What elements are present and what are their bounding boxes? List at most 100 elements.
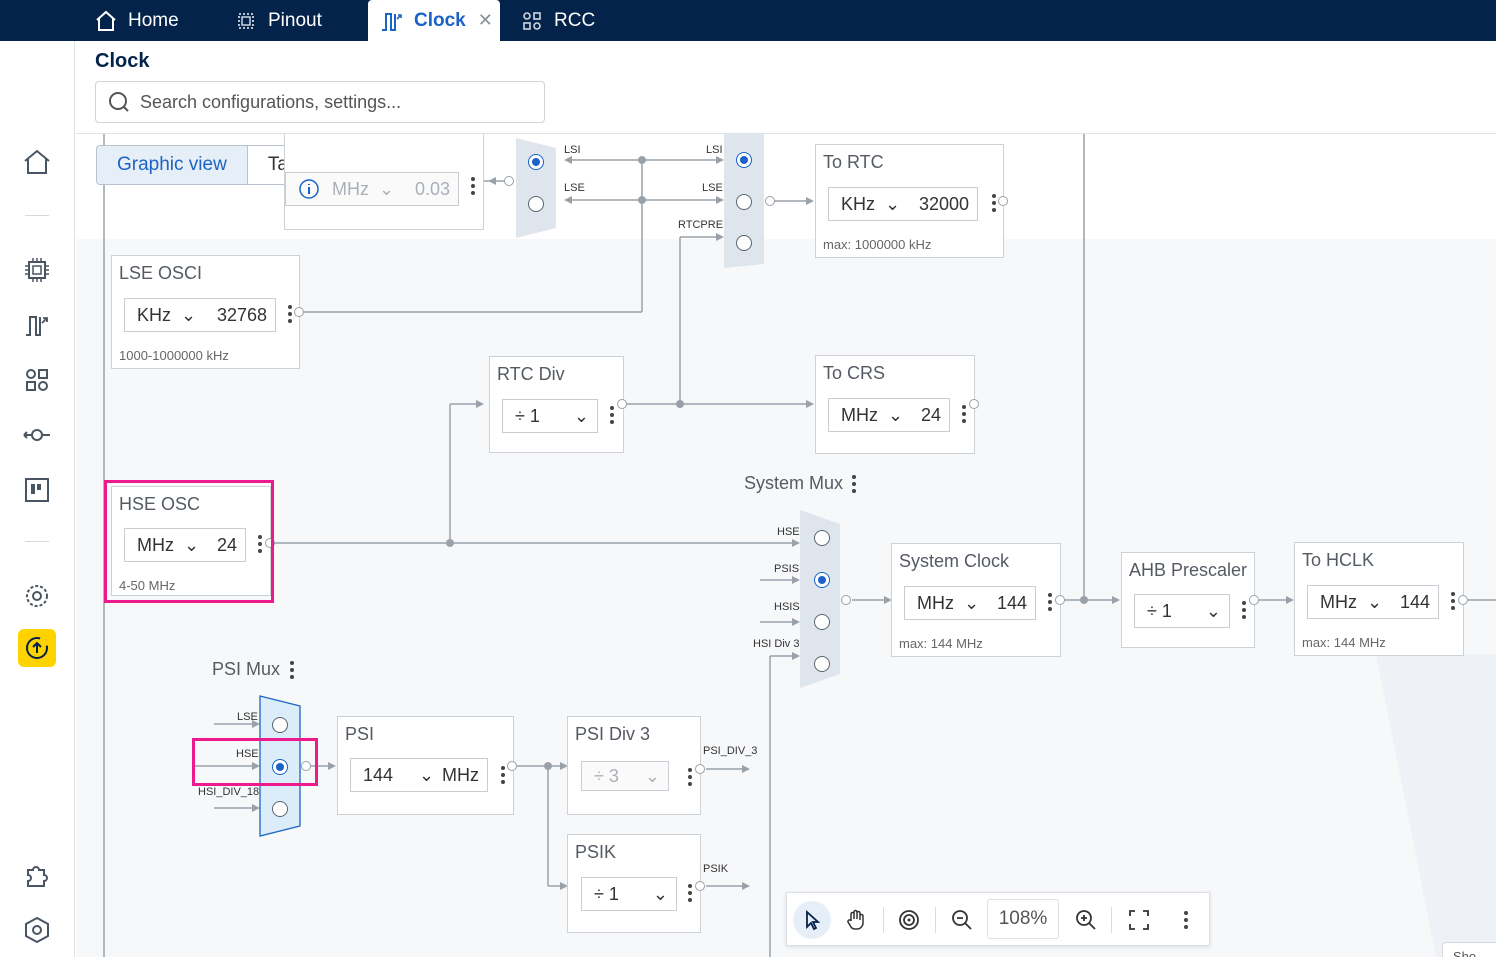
graphic-view-button[interactable]: Graphic view (97, 146, 248, 184)
ahb-prescaler-title: AHB Prescaler (1129, 560, 1248, 580)
lsco-mux-radio[interactable] (528, 154, 544, 170)
psi-mux-title: PSI Mux (212, 659, 281, 679)
psi-div3-select[interactable]: ÷ 3 ⌄ (581, 761, 669, 791)
hse-osc-menu-icon[interactable] (258, 535, 262, 553)
ahb-prescaler-menu-icon[interactable] (1242, 601, 1246, 619)
toolbar-divider (883, 907, 884, 933)
toolbar-more-icon[interactable] (1184, 911, 1188, 929)
to-hclk-menu-icon[interactable] (1451, 592, 1455, 610)
rail-generate-icon[interactable] (18, 629, 56, 667)
psi-div3-value: ÷ 3 (594, 765, 619, 786)
rail-chip-icon[interactable] (18, 251, 56, 289)
lse-osc-menu-icon[interactable] (288, 305, 292, 323)
rail-settings-gear-icon[interactable] (18, 577, 56, 615)
tab-rcc[interactable]: RCC (520, 0, 595, 41)
ahb-prescaler-value: ÷ 1 (1147, 600, 1172, 621)
tab-clock[interactable]: Clock ✕ (368, 0, 500, 41)
system-clock-menu-icon[interactable] (1048, 593, 1052, 611)
psi-mux-radio-hse[interactable] (272, 759, 288, 775)
tab-pinout[interactable]: Pinout (234, 0, 322, 41)
to-crs-port (969, 399, 979, 409)
lsco-unit: MHz (332, 178, 369, 199)
system-mux-input-label: HSIS (774, 601, 800, 613)
psik-menu-icon[interactable] (688, 884, 692, 902)
rail-board-icon[interactable] (18, 471, 56, 509)
rtc-mux-radio[interactable] (736, 235, 752, 251)
system-mux-menu-icon[interactable] (852, 475, 856, 493)
to-crs-menu-icon[interactable] (962, 405, 966, 423)
psi-div3-menu-icon[interactable] (688, 768, 692, 786)
psik-title: PSIK (575, 842, 617, 862)
toolbar-divider (935, 907, 936, 933)
rail-signal-icon[interactable] (18, 416, 56, 454)
hse-osc-block: HSE OSC MHz ⌄ 24 4-50 MHz (111, 486, 271, 596)
to-crs-block: To CRS MHz ⌄ 24 (815, 355, 975, 454)
rail-hexagon-settings-icon[interactable] (18, 911, 56, 949)
rail-config-icon[interactable] (18, 361, 56, 399)
system-mux-radio-hse[interactable] (814, 530, 830, 546)
clock-diagram-canvas[interactable]: Graphic view Table view MHz ⌄ 0.03 LSI L… (76, 134, 1496, 957)
lse-osc-port (294, 307, 304, 317)
to-rtc-menu-icon[interactable] (992, 194, 996, 212)
psik-select[interactable]: ÷ 1 ⌄ (581, 877, 677, 911)
chevron-down-icon: ⌄ (419, 764, 435, 785)
system-clock-unit: MHz (917, 592, 954, 613)
hse-osc-select[interactable]: MHz ⌄ 24 (124, 528, 246, 562)
psi-select[interactable]: 144 ⌄ MHz (350, 758, 488, 792)
ahb-prescaler-port (1249, 595, 1259, 605)
lsco-port (504, 176, 514, 186)
to-rtc-select[interactable]: KHz ⌄ 32000 (828, 187, 978, 221)
rail-puzzle-icon[interactable] (18, 856, 56, 894)
rtc-div-select[interactable]: ÷ 1 ⌄ (502, 399, 598, 433)
fullscreen-icon[interactable] (1120, 901, 1158, 939)
zoom-level[interactable]: 108% (987, 899, 1059, 939)
psi-mux-radio-hsi-div18[interactable] (272, 801, 288, 817)
rtc-mux-radio[interactable] (736, 152, 752, 168)
chevron-down-icon: ⌄ (644, 765, 660, 786)
search-box[interactable] (95, 81, 545, 123)
rail-clock-icon[interactable] (18, 306, 56, 344)
chevron-down-icon: ⌄ (1367, 591, 1383, 612)
rail-home-icon[interactable] (18, 143, 56, 181)
pan-hand-icon[interactable] (837, 901, 875, 939)
canvas-toolbar: 108% (786, 892, 1210, 946)
system-mux-radio-hsi-div3[interactable] (814, 656, 830, 672)
rtc-mux-radio[interactable] (736, 194, 752, 210)
psi-mux-menu-icon[interactable] (290, 661, 294, 679)
chevron-down-icon: ⌄ (885, 193, 901, 214)
to-crs-select[interactable]: MHz ⌄ 24 (828, 398, 950, 432)
psi-div3-signal-label: PSI_DIV_3 (703, 745, 758, 757)
rtc-div-menu-icon[interactable] (610, 406, 614, 424)
lsco-menu-icon[interactable] (471, 177, 475, 195)
zoom-in-icon[interactable] (1067, 901, 1105, 939)
rtc-div-port (617, 399, 627, 409)
system-mux-radio-hsis[interactable] (814, 614, 830, 630)
lsco-mux-radio[interactable] (528, 196, 544, 212)
chevron-down-icon: ⌄ (181, 304, 197, 325)
psi-mux-port (301, 761, 311, 771)
chevron-down-icon: ⌄ (379, 178, 395, 199)
ahb-prescaler-block: AHB Prescaler ÷ 1 ⌄ (1121, 552, 1255, 648)
rtc-div-title: RTC Div (497, 364, 565, 384)
psi-mux-radio-lse[interactable] (272, 717, 288, 733)
zoom-out-icon[interactable] (943, 901, 981, 939)
psi-menu-icon[interactable] (501, 766, 505, 784)
select-pointer-icon[interactable] (793, 901, 831, 939)
tab-close-icon[interactable]: ✕ (477, 10, 493, 30)
ahb-prescaler-select[interactable]: ÷ 1 ⌄ (1134, 594, 1230, 628)
show-panel-chip[interactable]: Sho (1442, 942, 1496, 957)
system-mux-input-label: HSI Div 3 (753, 638, 800, 650)
rtc-mux-port (765, 196, 775, 206)
tab-home[interactable]: Home (94, 0, 179, 41)
lse-osc-select[interactable]: KHz ⌄ 32768 (124, 298, 276, 332)
tab-bar: Home Pinout Clock ✕ RCC (0, 0, 1496, 41)
search-input[interactable] (140, 91, 520, 113)
system-mux-radio-psis[interactable] (814, 572, 830, 588)
to-hclk-select[interactable]: MHz ⌄ 144 (1307, 585, 1439, 619)
target-center-icon[interactable] (890, 901, 928, 939)
search-icon (109, 92, 129, 112)
lsco-unit-select[interactable]: MHz ⌄ 0.03 (285, 172, 459, 206)
system-clock-select[interactable]: MHz ⌄ 144 (904, 586, 1036, 620)
lse-osc-value: 32768 (216, 304, 267, 325)
psi-mux-input-label: LSE (237, 711, 258, 723)
